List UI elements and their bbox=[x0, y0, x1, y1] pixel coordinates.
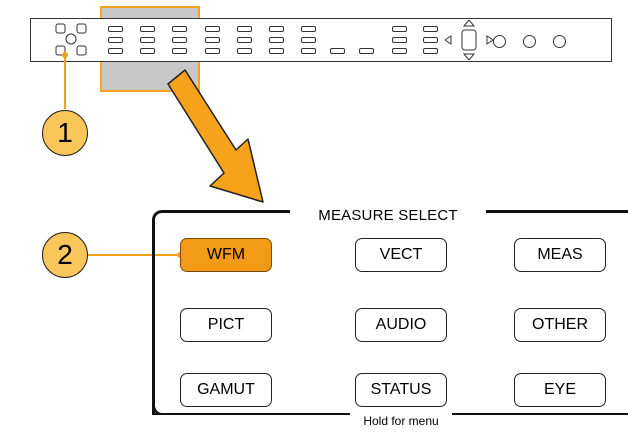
front-panel-button[interactable] bbox=[359, 48, 374, 54]
front-panel-button[interactable] bbox=[392, 26, 407, 32]
knob-2[interactable] bbox=[523, 35, 536, 48]
front-panel-button[interactable] bbox=[108, 26, 123, 32]
front-panel-button[interactable] bbox=[108, 48, 123, 54]
meas-button[interactable]: MEAS bbox=[514, 238, 606, 272]
front-panel-button[interactable] bbox=[392, 37, 407, 43]
front-panel-button[interactable] bbox=[237, 48, 252, 54]
front-panel-button[interactable] bbox=[237, 26, 252, 32]
front-panel-button[interactable] bbox=[269, 48, 284, 54]
front-panel-button[interactable] bbox=[140, 26, 155, 32]
knob-3[interactable] bbox=[553, 35, 566, 48]
front-panel-button[interactable] bbox=[301, 26, 316, 32]
panel-frame-bottom-right bbox=[452, 413, 628, 415]
front-panel-button[interactable] bbox=[205, 26, 220, 32]
front-panel-button[interactable] bbox=[237, 37, 252, 43]
eye-button[interactable]: EYE bbox=[514, 373, 606, 407]
front-panel-button[interactable] bbox=[140, 48, 155, 54]
knob-1[interactable] bbox=[493, 35, 506, 48]
pointer-arrow-icon bbox=[167, 69, 264, 203]
gamut-button[interactable]: GAMUT bbox=[180, 373, 272, 407]
front-panel-button[interactable] bbox=[269, 37, 284, 43]
arrow-keys-icon bbox=[445, 20, 494, 60]
front-panel-button[interactable] bbox=[172, 37, 187, 43]
front-panel-button[interactable] bbox=[172, 26, 187, 32]
wfm-button[interactable]: WFM bbox=[180, 238, 272, 272]
panel-title: MEASURE SELECT bbox=[290, 208, 486, 223]
front-panel-button[interactable] bbox=[423, 37, 438, 43]
front-panel-button[interactable] bbox=[423, 48, 438, 54]
audio-button[interactable]: AUDIO bbox=[355, 308, 447, 342]
front-panel-button[interactable] bbox=[205, 37, 220, 43]
vect-button[interactable]: VECT bbox=[355, 238, 447, 272]
navigation-pad-icon bbox=[55, 23, 87, 56]
front-panel-button[interactable] bbox=[172, 48, 187, 54]
front-panel-button[interactable] bbox=[301, 48, 316, 54]
panel-frame-bottom-left bbox=[154, 413, 350, 415]
front-panel-button[interactable] bbox=[330, 48, 345, 54]
status-button[interactable]: STATUS bbox=[355, 373, 447, 407]
panel-frame-corner bbox=[152, 380, 164, 415]
front-panel-button[interactable] bbox=[269, 26, 284, 32]
front-panel-button[interactable] bbox=[392, 48, 407, 54]
callout-1: 1 bbox=[42, 110, 88, 156]
front-panel-strip bbox=[30, 18, 612, 62]
hold-for-menu-label: Hold for menu bbox=[363, 414, 439, 428]
front-panel-button[interactable] bbox=[205, 48, 220, 54]
other-button[interactable]: OTHER bbox=[514, 308, 606, 342]
pict-button[interactable]: PICT bbox=[180, 308, 272, 342]
front-panel-button[interactable] bbox=[301, 37, 316, 43]
callout-2: 2 bbox=[42, 232, 88, 278]
front-panel-button[interactable] bbox=[423, 26, 438, 32]
front-panel-button[interactable] bbox=[140, 37, 155, 43]
front-panel-button[interactable] bbox=[108, 37, 123, 43]
